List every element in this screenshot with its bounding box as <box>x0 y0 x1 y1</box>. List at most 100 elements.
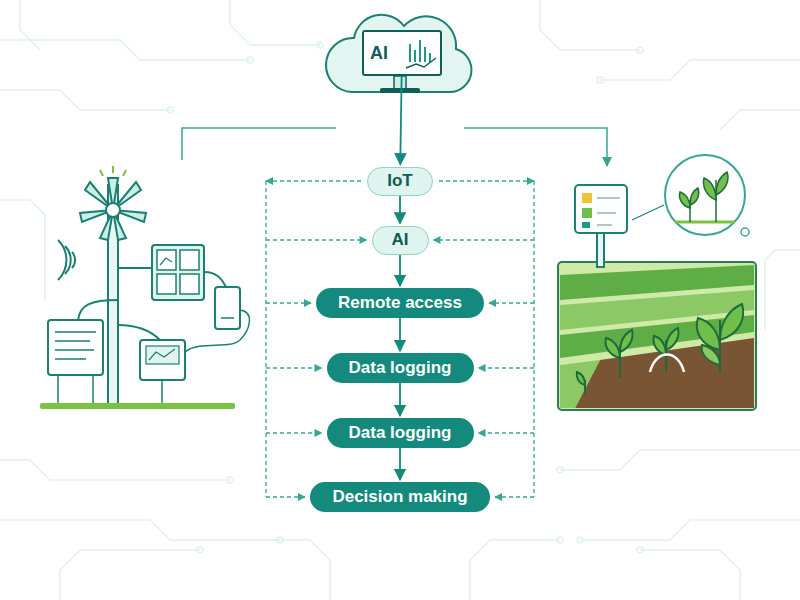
circuit-background <box>577 537 583 543</box>
weather-station <box>215 287 240 329</box>
dashed-bracket <box>266 432 322 433</box>
cloud-monitor <box>424 47 426 62</box>
field-sign <box>597 212 616 214</box>
weather-station <box>140 340 185 380</box>
node-label: Remote access <box>338 293 462 313</box>
crop-field <box>606 338 620 358</box>
circuit-background <box>640 550 740 600</box>
cloud-monitor <box>406 58 436 68</box>
field-sign <box>675 221 735 224</box>
weather-station <box>100 170 103 176</box>
weather-station <box>78 300 118 320</box>
circuit-background <box>167 107 173 113</box>
cloud-monitor-screen: AI <box>362 30 442 76</box>
field-sign <box>704 178 717 200</box>
weather-station <box>57 375 59 403</box>
weather-station <box>180 274 199 294</box>
weather-station <box>123 170 126 176</box>
dashed-bracket <box>266 367 322 368</box>
field-sign <box>597 198 620 225</box>
crop-field <box>560 360 600 408</box>
node-label: Data logging <box>349 358 452 378</box>
cloud-wires <box>464 128 607 166</box>
dashed-bracket <box>495 496 534 497</box>
field-sign <box>665 155 745 235</box>
weather-station <box>55 331 96 333</box>
weather-station <box>185 310 249 352</box>
dashed-bracket <box>489 302 534 303</box>
weather-station <box>55 358 86 360</box>
crop-field <box>697 318 720 350</box>
dashed-bracket <box>266 181 534 497</box>
crop-field <box>720 304 743 340</box>
weather-station <box>58 240 75 280</box>
weather-station <box>92 375 94 403</box>
weather-station <box>48 320 103 375</box>
dashed-bracket <box>533 181 534 497</box>
weather-station <box>40 403 235 409</box>
field-sign <box>632 205 664 220</box>
circuit-background <box>540 0 640 50</box>
field-sign <box>582 208 592 218</box>
process-pill: Data logging <box>327 353 474 383</box>
dashed-bracket <box>479 367 535 368</box>
circuit-background <box>20 0 40 50</box>
field-sign <box>597 197 620 199</box>
process-pill: AI <box>372 226 429 255</box>
field-sign <box>582 193 592 203</box>
field-sign <box>575 155 749 267</box>
cloud-wires <box>182 128 607 166</box>
crop-field <box>577 372 585 385</box>
weather-station <box>55 349 94 351</box>
weather-station <box>40 166 249 409</box>
crop-field <box>577 304 743 395</box>
circuit-background <box>600 60 800 80</box>
dashed-bracket <box>434 239 535 240</box>
circuit-background <box>60 550 200 600</box>
weather-station <box>118 325 160 340</box>
cloud-monitor <box>326 15 471 93</box>
circuit-background <box>597 77 603 83</box>
process-pill: Data logging <box>327 418 474 448</box>
node-label: Data logging <box>349 423 452 443</box>
weather-station <box>152 245 204 300</box>
cloud-monitor <box>419 40 421 62</box>
weather-station <box>221 317 234 319</box>
flow-arrow <box>400 76 401 165</box>
weather-station <box>180 250 199 270</box>
dashed-bracket <box>266 180 361 181</box>
circuit-background <box>0 40 250 60</box>
circuit-background <box>230 0 320 45</box>
weather-station <box>149 349 175 360</box>
weather-station <box>55 340 90 342</box>
weather-station <box>204 272 226 287</box>
circuit-background <box>637 47 643 53</box>
process-pill: IoT <box>367 167 433 196</box>
field-sign <box>675 172 735 222</box>
weather-station <box>118 267 152 269</box>
field-sign <box>597 232 604 267</box>
weather-station <box>80 178 146 240</box>
flow-arrow <box>399 196 401 224</box>
dashed-bracket <box>479 432 535 433</box>
node-label: AI <box>370 43 388 64</box>
circuit-background <box>277 537 283 543</box>
field-sign <box>679 192 690 208</box>
node-label: IoT <box>387 171 413 191</box>
circuit-background <box>720 110 800 130</box>
circuit-background <box>197 547 203 553</box>
cloud-monitor <box>326 15 471 92</box>
weather-station <box>100 166 126 176</box>
weather-station <box>146 346 179 364</box>
circuit-background <box>470 540 560 600</box>
process-pill: Remote access <box>316 288 484 318</box>
dashed-bracket <box>266 239 367 240</box>
field-sign <box>741 228 749 236</box>
weather-station <box>72 252 75 268</box>
cloud-monitor <box>362 30 442 76</box>
weather-station <box>112 166 114 173</box>
cloud-monitor <box>410 40 430 62</box>
cloud-monitor <box>380 88 420 93</box>
